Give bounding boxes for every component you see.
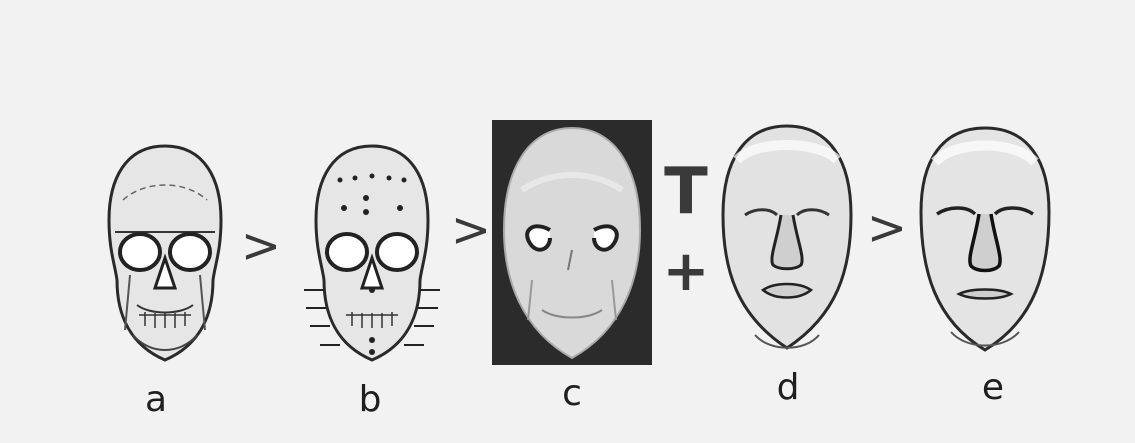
plus-symbol: + xyxy=(656,244,716,300)
arrow-2: > xyxy=(446,206,496,254)
panel-label-e: e xyxy=(953,370,1033,406)
transform-symbol: T xyxy=(656,160,716,224)
skull-with-markers-icon xyxy=(300,140,445,370)
arrow-3: > xyxy=(862,204,912,252)
reconstructed-face-icon xyxy=(915,122,1055,357)
panel-label-b: b xyxy=(330,382,410,418)
skull-soft-tissue-icon xyxy=(492,120,652,365)
panel-label-a: a xyxy=(116,382,196,418)
panel-label-d: d xyxy=(748,370,828,406)
skull-icon xyxy=(95,140,235,370)
panel-label-c: c xyxy=(532,376,612,412)
template-face-icon xyxy=(715,120,860,360)
arrow-1: > xyxy=(236,222,286,270)
